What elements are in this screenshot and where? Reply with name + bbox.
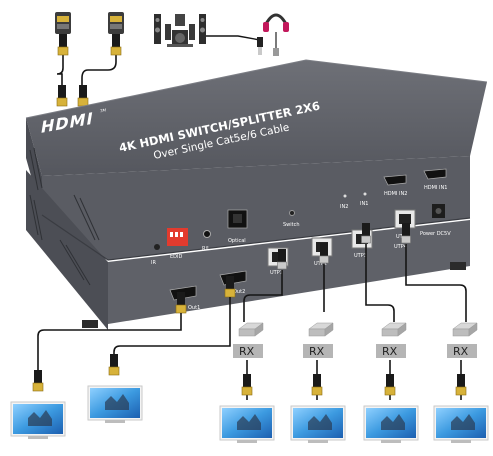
receiver-4: RX: [447, 322, 478, 358]
monitor-icon: [87, 385, 143, 424]
monitor-icon: [290, 405, 346, 444]
receiver-1: RX: [233, 322, 264, 358]
utp3-label: UTP3: [354, 253, 367, 259]
hdmi-in2-port[interactable]: [383, 174, 407, 186]
receiver-2: RX: [303, 322, 334, 358]
out1-label: Out1: [188, 305, 200, 311]
headphones-icon: [263, 13, 289, 56]
receiver-3: RX: [376, 322, 407, 358]
utp-label: UTP: [396, 234, 406, 240]
brand-tm: TM: [99, 107, 107, 113]
hdmi-source-icon: [55, 12, 71, 34]
monitor-icon: [433, 405, 489, 444]
out2-label: Out2: [233, 289, 245, 295]
monitor-icon: [363, 405, 419, 444]
switch-button[interactable]: [289, 210, 295, 216]
rx-label: RX: [239, 345, 255, 358]
utp1-label: UTP1: [270, 270, 283, 276]
hdmi-in2-label: HDMI IN2: [384, 191, 407, 197]
power-label: Power DC5V: [420, 231, 451, 237]
monitor-icon: [10, 401, 66, 440]
in1-led-label: IN1: [360, 201, 368, 207]
edid-label: EDID: [170, 254, 182, 260]
hdmi-in1-label: HDMI IN1: [424, 185, 447, 191]
rear-panel: IR EDID R/L Optical Switch IN2 IN1 HDMI …: [151, 168, 451, 266]
hdmi-source-icon: [108, 12, 124, 34]
rx-label: RX: [309, 345, 325, 358]
in2-led-label: IN2: [340, 204, 348, 210]
hdmi-switch-splitter-device: [25, 59, 488, 330]
ir-label: IR: [151, 260, 156, 266]
speaker-cable: [206, 35, 261, 41]
optical-label: Optical: [228, 238, 246, 244]
monitor-icon: [219, 405, 275, 444]
speaker-system-icon: [154, 14, 206, 47]
rl-label: R/L: [202, 246, 210, 252]
hdmi-in1-port[interactable]: [423, 168, 447, 180]
rca-plug: [257, 37, 263, 55]
hdmi-cable-icon: [56, 42, 117, 88]
rx-label: RX: [453, 345, 469, 358]
utp2-label: UTP2: [314, 261, 327, 267]
rx-label: RX: [382, 345, 398, 358]
utp4-label: UTP4: [394, 244, 407, 250]
switch-label: Switch: [283, 222, 300, 228]
audio-jack[interactable]: [203, 230, 211, 238]
